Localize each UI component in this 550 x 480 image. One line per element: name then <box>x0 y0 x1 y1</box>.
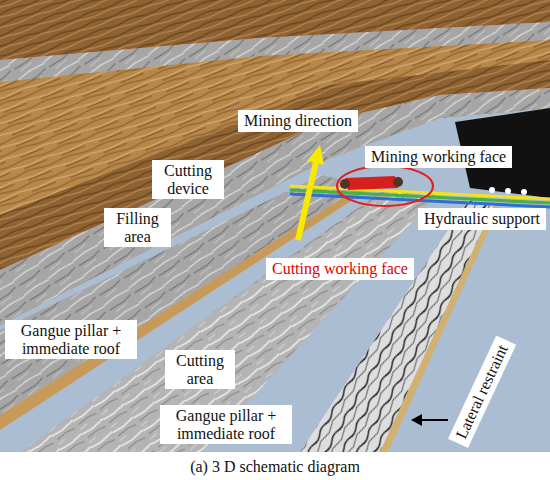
cutting-machine <box>340 176 403 190</box>
label-text: Mining working face <box>371 148 506 166</box>
label-box: Mining working face <box>365 146 512 168</box>
machine-body <box>345 176 398 190</box>
label-box: Mining direction <box>238 110 358 132</box>
arrow-shaft <box>298 162 316 240</box>
support-leg <box>521 189 527 195</box>
label-text: Mining direction <box>244 112 352 130</box>
figure-caption: (a) 3 D schematic diagram <box>0 458 550 476</box>
label-text: Hydraulic support <box>424 210 540 228</box>
label-box: Cutting device <box>152 160 224 199</box>
arrow-head <box>307 145 324 165</box>
label-box: Hydraulic support <box>418 208 546 230</box>
label-box: Lateral restraint <box>448 336 516 448</box>
support-leg <box>489 187 495 193</box>
label-box: Cutting area <box>165 350 235 389</box>
label-text: Cutting device <box>158 162 218 197</box>
label-text: Cutting area <box>171 352 229 387</box>
highlight-ellipse <box>337 166 433 206</box>
machine-drum <box>393 177 403 187</box>
label-box: Filling area <box>104 208 171 247</box>
label-box: Gangue pillar + immediate roof <box>160 405 292 444</box>
label-box: Gangue pillar + immediate roof <box>5 320 137 359</box>
support-leg <box>505 188 511 194</box>
background <box>0 0 550 452</box>
label-text: Filling area <box>110 210 165 245</box>
hydraulic-support <box>290 186 550 207</box>
arrow-shaft <box>420 419 448 421</box>
label-text: Lateral restraint <box>453 342 512 442</box>
label-text: Cutting working face <box>272 260 408 278</box>
label-box: Cutting working face <box>266 258 414 280</box>
restraint-arrow <box>411 414 448 426</box>
machine-drum <box>340 179 350 189</box>
mining-direction-arrow <box>298 145 324 240</box>
label-text: Gangue pillar + immediate roof <box>11 322 131 357</box>
label-text: Gangue pillar + immediate roof <box>166 407 286 442</box>
arrow-head <box>411 414 422 426</box>
